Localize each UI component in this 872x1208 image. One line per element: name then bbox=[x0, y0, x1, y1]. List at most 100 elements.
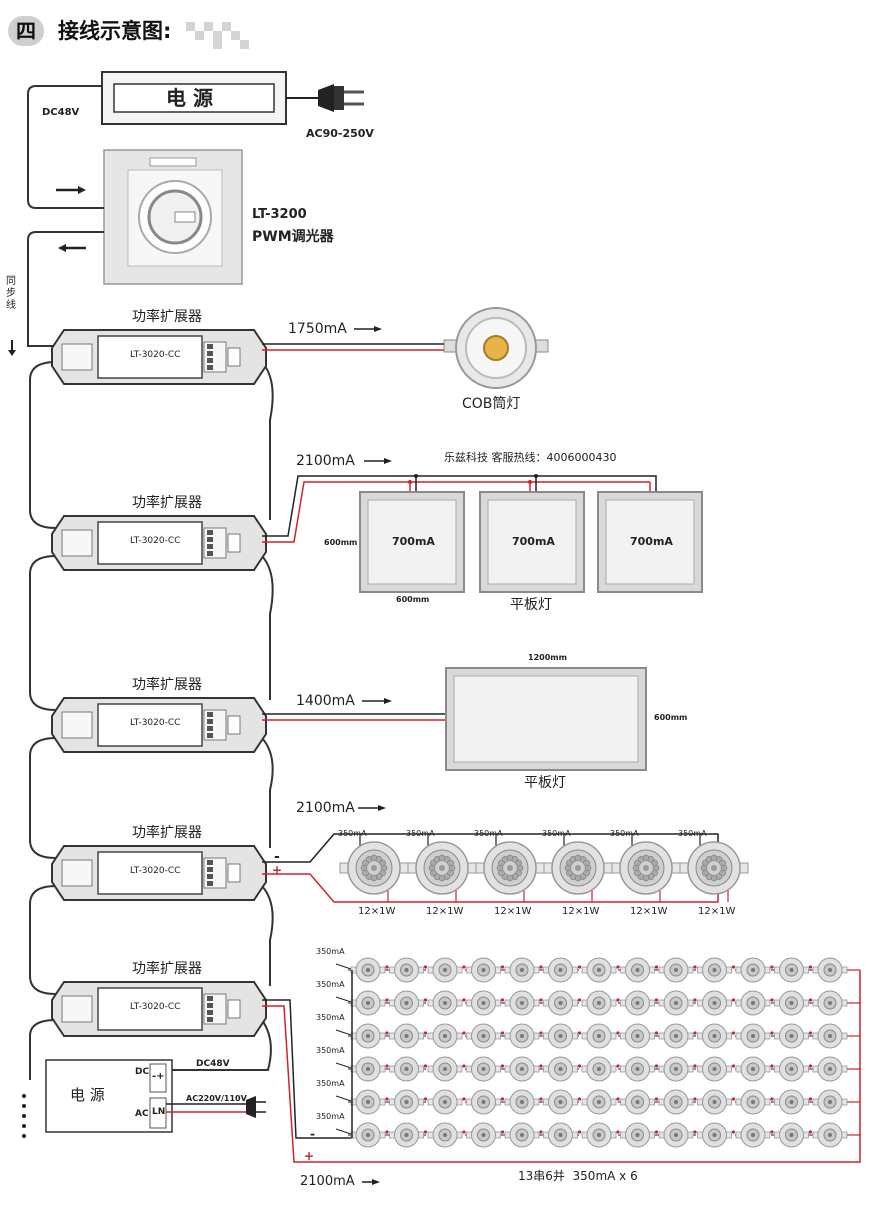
led-downlight-icon bbox=[812, 1056, 848, 1082]
ac-voltage-label: AC220V/110V bbox=[186, 1094, 247, 1103]
spot-current: 350mA bbox=[474, 829, 503, 838]
spotlight-icon bbox=[611, 841, 681, 895]
plug-icon bbox=[246, 1096, 266, 1118]
power-supply-bottom bbox=[45, 1059, 266, 1133]
led-downlight-icon bbox=[466, 1023, 505, 1049]
led-downlight-icon bbox=[543, 1122, 582, 1148]
led-downlight-icon bbox=[466, 957, 505, 983]
spot-current: 350mA bbox=[406, 829, 435, 838]
amplifier-title: 功率扩展器 bbox=[132, 825, 202, 841]
plus-sign: + bbox=[304, 1149, 315, 1163]
led-downlight-icon bbox=[350, 957, 389, 983]
led-downlight-icon bbox=[581, 1023, 620, 1049]
matrix-caption: 13串6并 350mA x 6 bbox=[518, 1169, 638, 1183]
spot-spec: 12×1W bbox=[358, 906, 396, 917]
power-label: 电 源 bbox=[70, 1086, 105, 1104]
string-current: 350mA bbox=[316, 1046, 345, 1055]
power-amplifier bbox=[51, 697, 267, 753]
panel-light-label: 平板灯 bbox=[510, 597, 552, 613]
led-downlight-icon bbox=[389, 957, 428, 983]
dimmer-model: LT-3200 bbox=[252, 207, 307, 222]
spot-spec: 12×1W bbox=[630, 906, 668, 917]
row-led-matrix bbox=[262, 957, 861, 1185]
led-downlight-icon bbox=[350, 1122, 389, 1148]
minus-sign: - bbox=[310, 1127, 315, 1141]
led-downlight-icon bbox=[543, 957, 582, 983]
led-downlight-icon bbox=[812, 990, 848, 1016]
row-big-panel bbox=[262, 667, 647, 771]
led-downlight-icon bbox=[697, 1089, 736, 1115]
led-downlight-icon bbox=[697, 1023, 736, 1049]
minus-sign: - bbox=[274, 849, 280, 865]
panel-light-label: 平板灯 bbox=[524, 775, 566, 791]
led-downlight-icon bbox=[350, 1089, 389, 1115]
amplifier-title: 功率扩展器 bbox=[132, 961, 202, 977]
spot-spec: 12×1W bbox=[562, 906, 600, 917]
panel-current: 700mA bbox=[392, 535, 435, 548]
ac-voltage-label: AC90-250V bbox=[306, 127, 374, 140]
led-downlight-icon bbox=[389, 1023, 428, 1049]
big-panel-height: 600mm bbox=[654, 713, 688, 722]
led-downlight-icon bbox=[504, 990, 543, 1016]
current-label: 1750mA bbox=[288, 321, 347, 337]
led-downlight-icon bbox=[774, 1122, 813, 1148]
led-downlight-icon bbox=[427, 1023, 466, 1049]
led-downlight-icon bbox=[735, 957, 774, 983]
string-current: 350mA bbox=[316, 1112, 345, 1121]
spot-current: 350mA bbox=[610, 829, 639, 838]
plus-sign: + bbox=[272, 863, 283, 877]
panel-height-label: 600mm bbox=[324, 538, 358, 547]
dc-voltage-label: DC48V bbox=[196, 1059, 230, 1069]
led-downlight-icon bbox=[697, 1056, 736, 1082]
led-downlight-icon bbox=[774, 1056, 813, 1082]
amplifier-model: LT-3020-CC bbox=[130, 866, 181, 876]
spot-current: 350mA bbox=[338, 829, 367, 838]
led-downlight-icon bbox=[735, 1089, 774, 1115]
ac-terminal-label: AC bbox=[135, 1109, 149, 1119]
power-amplifier bbox=[51, 845, 267, 901]
led-downlight-icon bbox=[774, 1023, 813, 1049]
led-downlight-icon bbox=[427, 1122, 466, 1148]
pwm-dimmer bbox=[103, 149, 243, 285]
string-current: 350mA bbox=[316, 980, 345, 989]
led-downlight-icon bbox=[620, 1056, 659, 1082]
led-downlight-icon bbox=[812, 1122, 848, 1148]
row-panels bbox=[262, 458, 703, 593]
led-downlight-icon bbox=[735, 990, 774, 1016]
dimmer-name: PWM调光器 bbox=[252, 229, 334, 245]
cob-downlight-icon bbox=[443, 307, 549, 389]
string-current: 350mA bbox=[316, 1013, 345, 1022]
page-title: 接线示意图: bbox=[58, 19, 172, 43]
led-downlight-icon bbox=[581, 1122, 620, 1148]
led-downlight-icon bbox=[504, 1023, 543, 1049]
hotline-text: 乐兹科技 客服热线：4006000430 bbox=[444, 451, 617, 464]
spot-spec: 12×1W bbox=[698, 906, 736, 917]
led-downlight-icon bbox=[389, 1089, 428, 1115]
led-downlight-icon bbox=[427, 1056, 466, 1082]
current-label: 2100mA bbox=[296, 800, 355, 816]
power-label: 电 源 bbox=[166, 86, 213, 110]
sync-line-label: 同步线 bbox=[6, 276, 16, 311]
led-downlight-icon bbox=[581, 990, 620, 1016]
led-downlight-icon bbox=[466, 1056, 505, 1082]
power-amplifier bbox=[51, 515, 267, 571]
led-downlight-icon bbox=[774, 957, 813, 983]
led-downlight-icon bbox=[697, 957, 736, 983]
led-downlight-icon bbox=[697, 990, 736, 1016]
led-downlight-icon bbox=[581, 957, 620, 983]
led-downlight-icon bbox=[466, 1089, 505, 1115]
led-downlight-icon bbox=[581, 1056, 620, 1082]
spotlight-icon bbox=[407, 841, 477, 895]
led-downlight-icon bbox=[543, 1056, 582, 1082]
string-current: 350mA bbox=[316, 947, 345, 956]
led-downlight-icon bbox=[812, 957, 848, 983]
current-label: 1400mA bbox=[296, 693, 355, 709]
led-downlight-icon bbox=[543, 990, 582, 1016]
amplifier-title: 功率扩展器 bbox=[132, 677, 202, 693]
amplifier-model: LT-3020-CC bbox=[130, 350, 181, 360]
spot-current: 350mA bbox=[542, 829, 571, 838]
panel-current: 700mA bbox=[630, 535, 673, 548]
row-spotlights bbox=[262, 805, 749, 903]
led-downlight-icon bbox=[658, 957, 697, 983]
